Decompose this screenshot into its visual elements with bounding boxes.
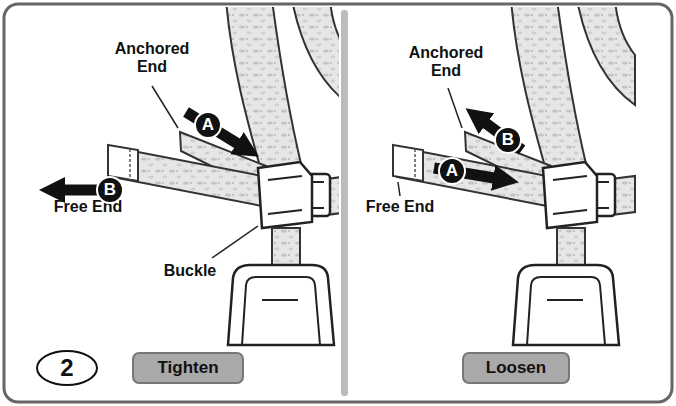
step-number: 2 — [36, 350, 98, 386]
part-label: Anchored End — [109, 40, 195, 75]
callout-letter: B — [494, 126, 522, 154]
part-label: Anchored End — [403, 44, 489, 79]
callout-letter: B — [96, 176, 124, 204]
part-label: Free End — [355, 198, 445, 216]
node-text: A — [446, 161, 458, 181]
leader-line — [398, 182, 400, 196]
callout-letter: A — [194, 111, 222, 139]
pull-arrow — [186, 112, 248, 150]
leader-line — [152, 86, 178, 128]
strap-assembly — [393, 7, 635, 345]
divider — [341, 10, 348, 396]
callout-letter: A — [438, 157, 466, 185]
step-tag: Tighten — [132, 352, 244, 384]
node-text: Tighten — [157, 358, 218, 378]
node-text: B — [502, 130, 514, 150]
strap-assembly — [108, 7, 339, 345]
node-text: B — [104, 180, 116, 200]
part-label: Free End — [43, 198, 133, 216]
leader-line — [448, 88, 462, 128]
node-text: 2 — [60, 354, 73, 382]
leader-line — [212, 226, 258, 258]
node-text: Loosen — [486, 358, 546, 378]
node-text: A — [202, 115, 214, 135]
part-label: Buckle — [155, 262, 225, 280]
step-tag: Loosen — [462, 352, 570, 384]
